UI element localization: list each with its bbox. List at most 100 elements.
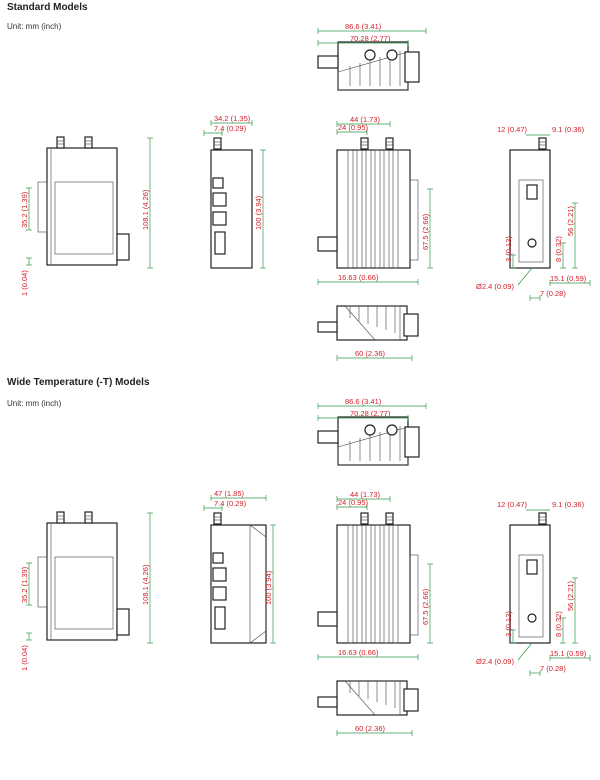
din-clip [518, 554, 544, 638]
terminal-block [404, 426, 420, 458]
dim-front-offset: 1 (0.04) [20, 645, 29, 671]
dim-din-8: 8 (0.32) [554, 611, 563, 637]
section-title-standard: Standard Models [7, 2, 88, 13]
dim-side-height: 100 (3.94) [264, 570, 273, 605]
connector-plug [317, 611, 338, 627]
dimension-line [517, 267, 533, 286]
heatsink-fins [344, 680, 401, 716]
din-view-body [509, 149, 551, 269]
dim-rear-rail: 67.5 (2.66) [421, 213, 430, 250]
dim-din-15: 15.1 (0.59) [550, 274, 587, 283]
ethernet-port [212, 192, 227, 207]
antenna-connector [56, 511, 65, 524]
heatsink-fin [383, 524, 390, 644]
antenna-connector [360, 137, 369, 150]
antenna-port [364, 49, 376, 61]
antenna-connector [84, 136, 93, 149]
dim-front-din: 35.2 (1.39) [20, 191, 29, 228]
dim-top-overall: 86.6 (3.41) [345, 397, 382, 406]
antenna-connector [538, 137, 547, 150]
dim-din-right: 9.1 (0.36) [552, 125, 585, 134]
ethernet-port [212, 586, 227, 601]
heatsink-fin [392, 149, 399, 269]
terminal-block [403, 313, 419, 337]
front-view-body [46, 147, 118, 266]
dim-front-height: 108.1 (4.26) [141, 189, 150, 230]
top-view-body [337, 41, 409, 91]
connector-plug [317, 236, 338, 252]
side-view: 34.2 (1.35)7.4 (0.29)100 (3.94) [203, 114, 266, 269]
clip-latch [526, 559, 538, 575]
front-view: 108.1 (4.26) 35.2 (1.39) 1 (0.04) [20, 136, 153, 296]
din-rail-clip [409, 179, 419, 261]
antenna-connector [84, 511, 93, 524]
antenna-connector [385, 512, 394, 525]
unit-label-standard: Unit: mm (inch) [7, 22, 62, 31]
mounting-hole [527, 613, 537, 623]
dim-din-3: 3 (0.12) [504, 236, 513, 262]
dim-front-offset: 1 (0.04) [20, 270, 29, 296]
heatsink-fin [356, 524, 363, 644]
dim-front-height: 108.1 (4.26) [141, 564, 150, 605]
ethernet-port [212, 567, 227, 582]
terminal-block [404, 51, 420, 83]
antenna-connector [538, 512, 547, 525]
antenna-port [364, 424, 376, 436]
dim-din-right: 9.1 (0.36) [552, 500, 585, 509]
dim-bottom-width: 60 (2.36) [355, 724, 386, 733]
antenna-port [386, 424, 398, 436]
heatsink-fins [344, 305, 401, 341]
unit-label-wide-temp: Unit: mm (inch) [7, 399, 62, 408]
connector-plug [317, 430, 339, 444]
section-title-wide-temp: Wide Temperature (-T) Models [7, 377, 150, 388]
bottom-view-body [336, 680, 408, 716]
dim-din-left: 12 (0.47) [497, 500, 528, 509]
antenna-connector [385, 137, 394, 150]
top-view: 86.6 (3.41) 70.28 (2.77) [317, 397, 427, 466]
antenna-connector [213, 137, 222, 150]
din-clip-view: 12 (0.47)9.1 (0.36)56 (2.21)3 (0.12)8 (0… [476, 125, 591, 301]
dim-bottom-width: 60 (2.36) [355, 349, 386, 358]
din-rail-clip [37, 181, 48, 233]
dim-rear-connector: 16.63 (0.66) [338, 648, 379, 657]
dim-top-inner: 70.28 (2.77) [350, 409, 391, 418]
side-view: 47 (1.85)7.4 (0.29) 100 (3.94) [203, 489, 276, 644]
heat-shield [249, 524, 267, 644]
heatsink-fin [374, 524, 381, 644]
din-view-body [509, 524, 551, 644]
bottom-view: 60 (2.36) [317, 680, 419, 736]
connector-plug [317, 321, 338, 333]
dim-side-height: 100 (3.94) [254, 195, 263, 230]
heatsink-fin [365, 524, 372, 644]
din-rail-clip [409, 554, 419, 636]
label-area [54, 181, 114, 255]
heatsink-fin [383, 149, 390, 269]
dim-side-width: 47 (1.85) [214, 489, 245, 498]
connector-plug [317, 55, 339, 69]
mounting-hole [527, 238, 537, 248]
dim-din-7: 7 (0.28) [540, 664, 566, 673]
front-view-body [46, 522, 118, 641]
heatsink-fin [392, 524, 399, 644]
dim-rear-antenna: 24 (0.95) [338, 498, 369, 507]
dim-rear-rail: 67.5 (2.66) [421, 588, 430, 625]
rear-view: 44 (1.73)24 (0.95)67.5 (2.66)16.63 (0.66… [317, 115, 433, 285]
dim-front-din: 35.2 (1.39) [20, 566, 29, 603]
clip-latch [526, 184, 538, 200]
dim-din-left: 12 (0.47) [497, 125, 528, 134]
top-view: 86.6 (3.41)70.28 (2.77) [317, 22, 427, 91]
dimension-line [517, 642, 533, 661]
section-drawings-0: 86.6 (3.41)70.28 (2.77) 108.1 (4.26) 35.2 … [20, 22, 591, 361]
terminal-block [116, 608, 130, 636]
rear-view: 44 (1.73)24 (0.95)67.5 (2.66)16.63 (0.66… [317, 490, 433, 660]
din-clip-view: 12 (0.47)9.1 (0.36)56 (2.21)3 (0.12)8 (0… [476, 500, 591, 676]
dim-din-8: 8 (0.32) [554, 236, 563, 262]
dim-side-antenna: 7.4 (0.29) [214, 124, 247, 133]
serial-connector [214, 606, 226, 630]
dim-din-3: 3 (0.12) [504, 611, 513, 637]
label-area [54, 556, 114, 630]
dim-top-overall: 86.6 (3.41) [345, 22, 382, 31]
din-rail-clip [37, 556, 48, 608]
heatsink-fins [337, 51, 409, 91]
dim-side-antenna: 7.4 (0.29) [214, 499, 247, 508]
